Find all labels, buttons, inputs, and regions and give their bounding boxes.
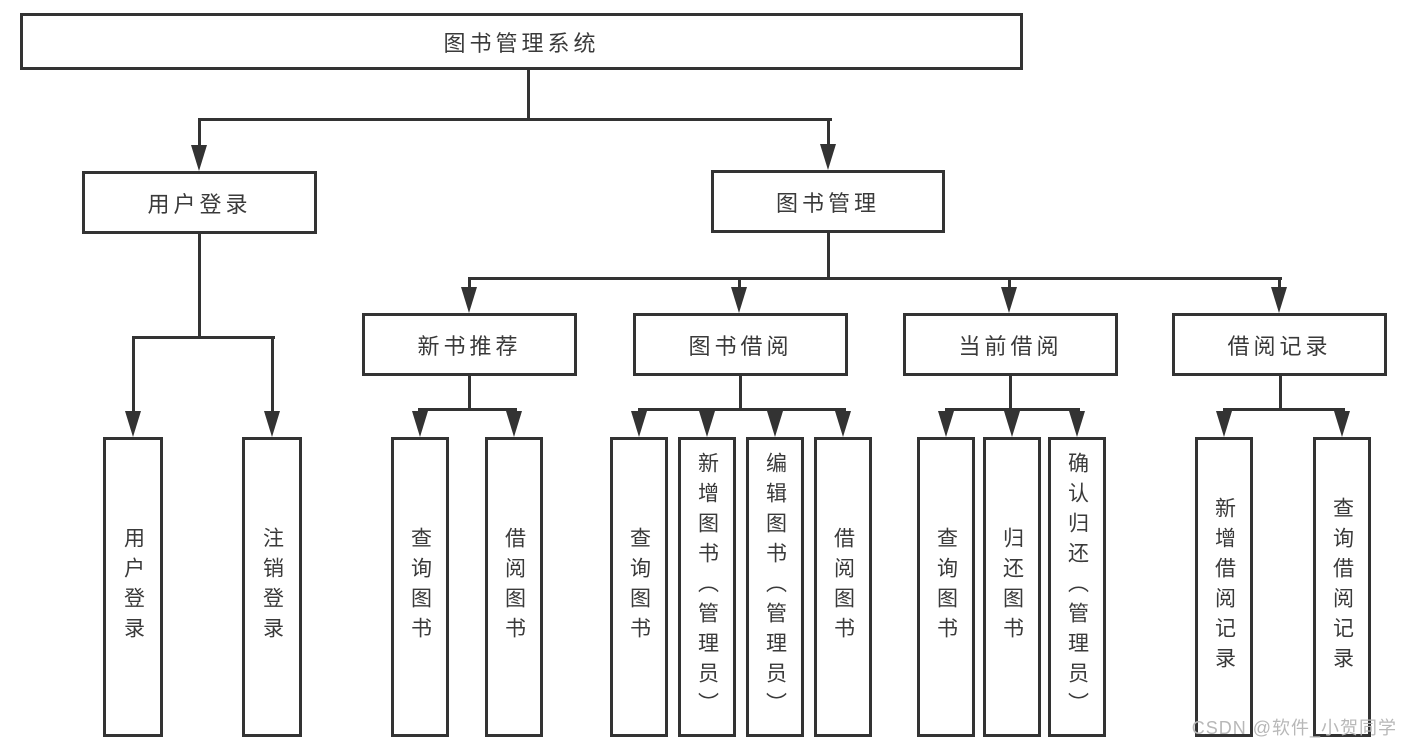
connector-bookmgmt-stem — [827, 233, 830, 279]
arrow-down-icon — [767, 411, 783, 437]
connector-current-rail — [945, 408, 1080, 411]
connector-userlogin-rail — [132, 336, 275, 339]
arrow-down-icon — [506, 411, 522, 437]
arrow-down-icon — [835, 411, 851, 437]
csdn-watermark: CSDN @软件_小贺同学 — [1191, 718, 1397, 738]
leaf-return-book: 归还图书 — [983, 437, 1041, 737]
connector-records-rail — [1223, 408, 1345, 411]
connector-root-rail — [198, 118, 832, 121]
connector-borrow-rail — [638, 408, 846, 411]
arrow-down-icon — [631, 411, 647, 437]
connector-bookmgmt-rail — [468, 277, 1282, 280]
arrow-down-icon — [1334, 411, 1350, 437]
leaf-query-borrow-record: 查询借阅记录 — [1313, 437, 1371, 737]
arrow-down-icon — [461, 287, 477, 313]
connector-drop-borrow — [738, 279, 741, 290]
arrow-down-icon — [938, 411, 954, 437]
arrow-down-icon — [412, 411, 428, 437]
leaf-add-book-admin: 新增图书（管理员） — [678, 437, 736, 737]
arrow-down-icon — [820, 144, 836, 170]
connector-drop-current — [1008, 279, 1011, 290]
leaf-borrow-books-recommend: 借阅图书 — [485, 437, 543, 737]
connector-drop-leaf-user-login — [132, 338, 135, 414]
node-book-borrow: 图书借阅 — [633, 313, 848, 376]
connector-recommend-rail — [418, 408, 517, 411]
leaf-user-login: 用户登录 — [103, 437, 163, 737]
leaf-add-borrow-record: 新增借阅记录 — [1195, 437, 1253, 737]
leaf-edit-book-admin: 编辑图书（管理员） — [746, 437, 804, 737]
connector-recommend-stem — [468, 376, 471, 410]
leaf-query-books-borrow: 查询图书 — [610, 437, 668, 737]
arrow-down-icon — [1216, 411, 1232, 437]
arrow-down-icon — [1001, 287, 1017, 313]
arrow-down-icon — [699, 411, 715, 437]
connector-records-stem — [1279, 376, 1282, 410]
arrow-down-icon — [264, 411, 280, 437]
arrow-down-icon — [1271, 287, 1287, 313]
leaf-logout: 注销登录 — [242, 437, 302, 737]
arrow-down-icon — [1069, 411, 1085, 437]
node-borrow-records: 借阅记录 — [1172, 313, 1387, 376]
leaf-borrow-books-borrow: 借阅图书 — [814, 437, 872, 737]
connector-drop-book-management — [827, 120, 830, 147]
connector-userlogin-stem — [198, 234, 201, 338]
node-system-root: 图书管理系统 — [20, 13, 1023, 70]
node-current-borrow: 当前借阅 — [903, 313, 1118, 376]
leaf-query-books-current: 查询图书 — [917, 437, 975, 737]
arrow-down-icon — [191, 145, 207, 171]
arrow-down-icon — [731, 287, 747, 313]
connector-drop-leaf-logout — [271, 338, 274, 414]
connector-current-stem — [1009, 376, 1012, 410]
connector-borrow-stem — [739, 376, 742, 410]
connector-drop-user-login — [198, 120, 201, 147]
node-new-book-recommend: 新书推荐 — [362, 313, 577, 376]
connector-root-stem — [527, 70, 530, 120]
leaf-confirm-return-admin: 确认归还（管理员） — [1048, 437, 1106, 737]
connector-drop-recommend — [468, 279, 471, 290]
arrow-down-icon — [125, 411, 141, 437]
arrow-down-icon — [1004, 411, 1020, 437]
node-book-management: 图书管理 — [711, 170, 945, 233]
leaf-query-books-recommend: 查询图书 — [391, 437, 449, 737]
connector-drop-records — [1278, 279, 1281, 290]
node-user-login: 用户登录 — [82, 171, 317, 234]
